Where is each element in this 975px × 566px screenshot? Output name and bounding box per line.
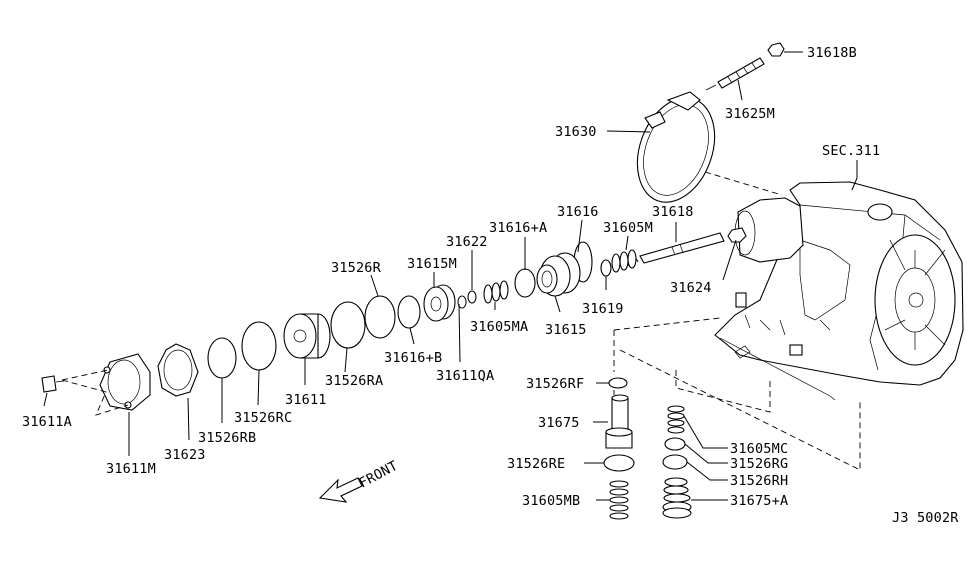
- label-31611M: 31611M: [106, 461, 156, 477]
- label-31611A: 31611A: [22, 414, 72, 430]
- transmission-case: [714, 181, 964, 401]
- label-31605MA: 31605MA: [470, 319, 528, 335]
- label-31675: 31675: [538, 415, 580, 431]
- label-31526R: 31526R: [331, 260, 382, 276]
- oring-31526RH: [662, 454, 688, 470]
- label-31619: 31619: [582, 301, 624, 317]
- seal-31616A: [514, 268, 536, 298]
- servo-rod: [639, 227, 747, 264]
- label-31605M: 31605M: [603, 220, 653, 236]
- piston-31615M: [423, 284, 456, 322]
- bolt-31611A: [41, 375, 65, 393]
- oring-31526RA: [330, 301, 366, 349]
- spring-31605MA: [483, 280, 509, 304]
- oring-31526R: [364, 295, 396, 339]
- seal-31616B: [397, 295, 421, 329]
- label-31624: 31624: [670, 280, 712, 296]
- label-31618: 31618: [652, 204, 694, 220]
- oring-31526RB: [207, 337, 237, 379]
- spring-31605MC: [667, 405, 685, 434]
- retainer-31611: [283, 313, 331, 359]
- label-31526RB: 31526RB: [198, 430, 256, 446]
- label-31616A: 31616+A: [489, 220, 547, 236]
- front-label: FRONT: [356, 458, 400, 492]
- oring-31526RF: [608, 377, 628, 389]
- ring-31622: [467, 290, 477, 304]
- label-sec-311: SEC.311: [822, 143, 880, 159]
- clip-31611QA: [457, 295, 467, 309]
- label-31611QA: 31611QA: [436, 368, 494, 384]
- label-31526RG: 31526RG: [730, 456, 788, 472]
- spring-31605M: [611, 249, 639, 273]
- label-31615: 31615: [545, 322, 587, 338]
- leader-lines: [43, 51, 858, 501]
- oring-31526RC: [241, 321, 277, 371]
- oring-31526RG: [664, 437, 686, 451]
- oring-31526RE: [603, 454, 635, 472]
- label-31526RE: 31526RE: [507, 456, 565, 472]
- brake-band: [636, 91, 716, 203]
- assembly-guide-lines: [613, 171, 861, 471]
- label-31615M: 31615M: [407, 256, 457, 272]
- label-31526RA: 31526RA: [325, 373, 383, 389]
- label-31616: 31616: [557, 204, 599, 220]
- gasket-31623: [157, 343, 199, 397]
- front-arrow-icon: [318, 477, 363, 503]
- label-31625M: 31625M: [725, 106, 775, 122]
- spring-31605MB: [609, 480, 629, 520]
- label-31630: 31630: [555, 124, 597, 140]
- label-31526RC: 31526RC: [234, 410, 292, 426]
- label-31526RH: 31526RH: [730, 473, 788, 489]
- anchor-stud: [705, 42, 785, 91]
- label-31623: 31623: [164, 447, 206, 463]
- piston-31615: [536, 252, 581, 297]
- cover-31611M: [99, 353, 151, 411]
- label-31622: 31622: [446, 234, 488, 250]
- label-31605MC: 31605MC: [730, 441, 788, 457]
- piston-31675A: [662, 477, 692, 519]
- diagram-code: J3 5002R: [892, 510, 959, 526]
- label-31605MB: 31605MB: [522, 493, 580, 509]
- label-31618B: 31618B: [807, 45, 857, 61]
- label-31616B: 31616+B: [384, 350, 442, 366]
- label-31611: 31611: [285, 392, 327, 408]
- snap-ring-31619: [600, 259, 612, 277]
- bolt-guide: [61, 369, 129, 416]
- piston-31675: [605, 394, 633, 449]
- label-31675A: 31675+A: [730, 493, 788, 509]
- part-labels: 31618B 31625M 31630 SEC.311 31616 31618 …: [22, 45, 959, 526]
- label-31526RF: 31526RF: [526, 376, 584, 392]
